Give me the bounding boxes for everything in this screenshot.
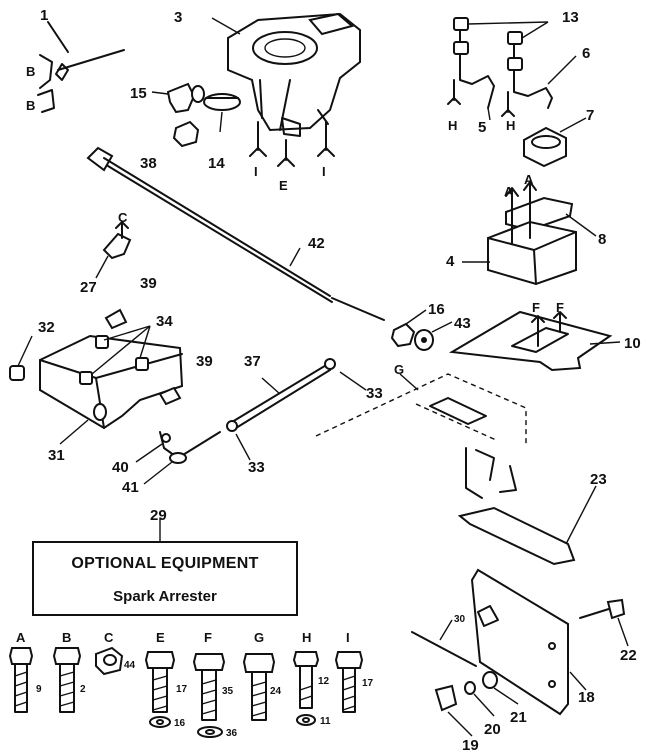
- callout-27: 27: [80, 279, 97, 296]
- letter-h-1: H: [448, 118, 457, 133]
- callout-29: 29: [150, 507, 167, 524]
- hardware-c-qty: 44: [124, 660, 136, 671]
- callout-6: 6: [582, 45, 590, 62]
- callout-1: 1: [40, 7, 48, 24]
- part-10-shield: [448, 310, 621, 372]
- part-15-38-14-fittings: [151, 82, 241, 148]
- hardware-h-bolt: [292, 651, 320, 726]
- callout-21: 21: [510, 709, 527, 726]
- callout-16: 16: [428, 301, 445, 318]
- callout-34: 34: [156, 313, 173, 330]
- hardware-g-qty: 24: [270, 686, 282, 697]
- callout-15: 15: [130, 85, 147, 102]
- letter-e: E: [279, 178, 288, 193]
- callout-33-left: 33: [248, 459, 265, 476]
- optional-equipment-subtitle: Spark Arrester: [113, 588, 217, 605]
- part-31-bracket: [9, 308, 184, 445]
- hardware-i-bolt: [334, 651, 364, 713]
- letter-i-2: I: [322, 164, 326, 179]
- callout-39-bottom: 39: [196, 353, 213, 370]
- callout-30: 30: [454, 614, 466, 625]
- hardware-h-letter: H: [302, 630, 311, 645]
- callout-42: 42: [308, 235, 325, 252]
- callout-4: 4: [446, 253, 455, 270]
- part-13-5-6-brackets: [447, 17, 577, 121]
- letter-b-1: B: [26, 64, 35, 79]
- hardware-e-bolt: [144, 651, 176, 728]
- letter-f-1: F: [532, 300, 540, 315]
- letter-a-1: A: [504, 184, 514, 199]
- hardware-e-letter: E: [156, 630, 165, 645]
- hardware-b-qty: 2: [80, 684, 86, 695]
- callout-33-right: 33: [366, 385, 383, 402]
- letter-b-2: B: [26, 98, 35, 113]
- letter-a-2: A: [524, 172, 534, 187]
- callout-13: 13: [562, 9, 579, 26]
- callout-38: 38: [140, 155, 157, 172]
- callout-32: 32: [38, 319, 55, 336]
- part-16-43-nut: [390, 309, 453, 351]
- hardware-row: A 9 B 2 C 44 E 17 16: [8, 630, 374, 739]
- callout-3: 3: [174, 9, 182, 26]
- callout-22: 22: [620, 647, 637, 664]
- hardware-e-washer: 16: [174, 718, 186, 729]
- hardware-b-bolt: [52, 647, 82, 713]
- hardware-a-qty: 9: [36, 684, 42, 695]
- hardware-f-washer: 36: [226, 728, 238, 739]
- callout-23: 23: [590, 471, 607, 488]
- hardware-a-letter: A: [16, 630, 26, 645]
- letter-f-2: F: [556, 300, 564, 315]
- callout-37: 37: [244, 353, 261, 370]
- callout-39-top: 39: [140, 275, 157, 292]
- part-37-rod: [135, 358, 367, 485]
- callout-7: 7: [586, 107, 594, 124]
- hardware-b-letter: B: [62, 630, 71, 645]
- part-3-engine: [211, 12, 361, 167]
- hardware-f-qty: 35: [222, 686, 234, 697]
- optional-equipment-title: OPTIONAL EQUIPMENT: [71, 555, 259, 572]
- hardware-f-bolt: [192, 653, 226, 738]
- part-27-clip: [95, 221, 132, 279]
- part-4-8-muffler: [462, 181, 597, 286]
- hardware-e-qty: 17: [176, 684, 188, 695]
- callout-18: 18: [578, 689, 595, 706]
- part-23-plate: [457, 485, 597, 566]
- hardware-a-bolt: [8, 647, 34, 713]
- callout-10: 10: [624, 335, 641, 352]
- part-7-clamp: [523, 117, 587, 168]
- hardware-c-letter: C: [104, 630, 114, 645]
- hardware-h-washer: 11: [320, 716, 331, 727]
- hardware-i-letter: I: [346, 630, 350, 645]
- part-spark-arrester: [411, 568, 629, 737]
- hardware-i-qty: 17: [362, 678, 374, 689]
- callout-43: 43: [454, 315, 471, 332]
- callout-20: 20: [484, 721, 501, 738]
- hardware-f-letter: F: [204, 630, 212, 645]
- callout-8: 8: [598, 231, 606, 248]
- optional-equipment-box: OPTIONAL EQUIPMENT Spark Arrester: [32, 541, 298, 616]
- letter-c: C: [118, 210, 128, 225]
- hardware-g-bolt: [242, 653, 276, 721]
- letter-h-2: H: [506, 118, 515, 133]
- callout-31: 31: [48, 447, 65, 464]
- chassis-outline: [315, 373, 527, 499]
- callout-14: 14: [208, 155, 225, 172]
- callout-19: 19: [462, 737, 479, 754]
- callout-5: 5: [478, 119, 486, 136]
- part-1-throttle-lever: [37, 21, 125, 113]
- letter-g: G: [394, 362, 404, 377]
- callout-40: 40: [112, 459, 129, 476]
- part-42-cable: [86, 146, 385, 321]
- hardware-h-qty: 12: [318, 676, 330, 687]
- hardware-g-letter: G: [254, 630, 264, 645]
- hardware-c-nut: [95, 646, 124, 676]
- letter-i-1: I: [254, 164, 258, 179]
- callout-41: 41: [122, 479, 139, 496]
